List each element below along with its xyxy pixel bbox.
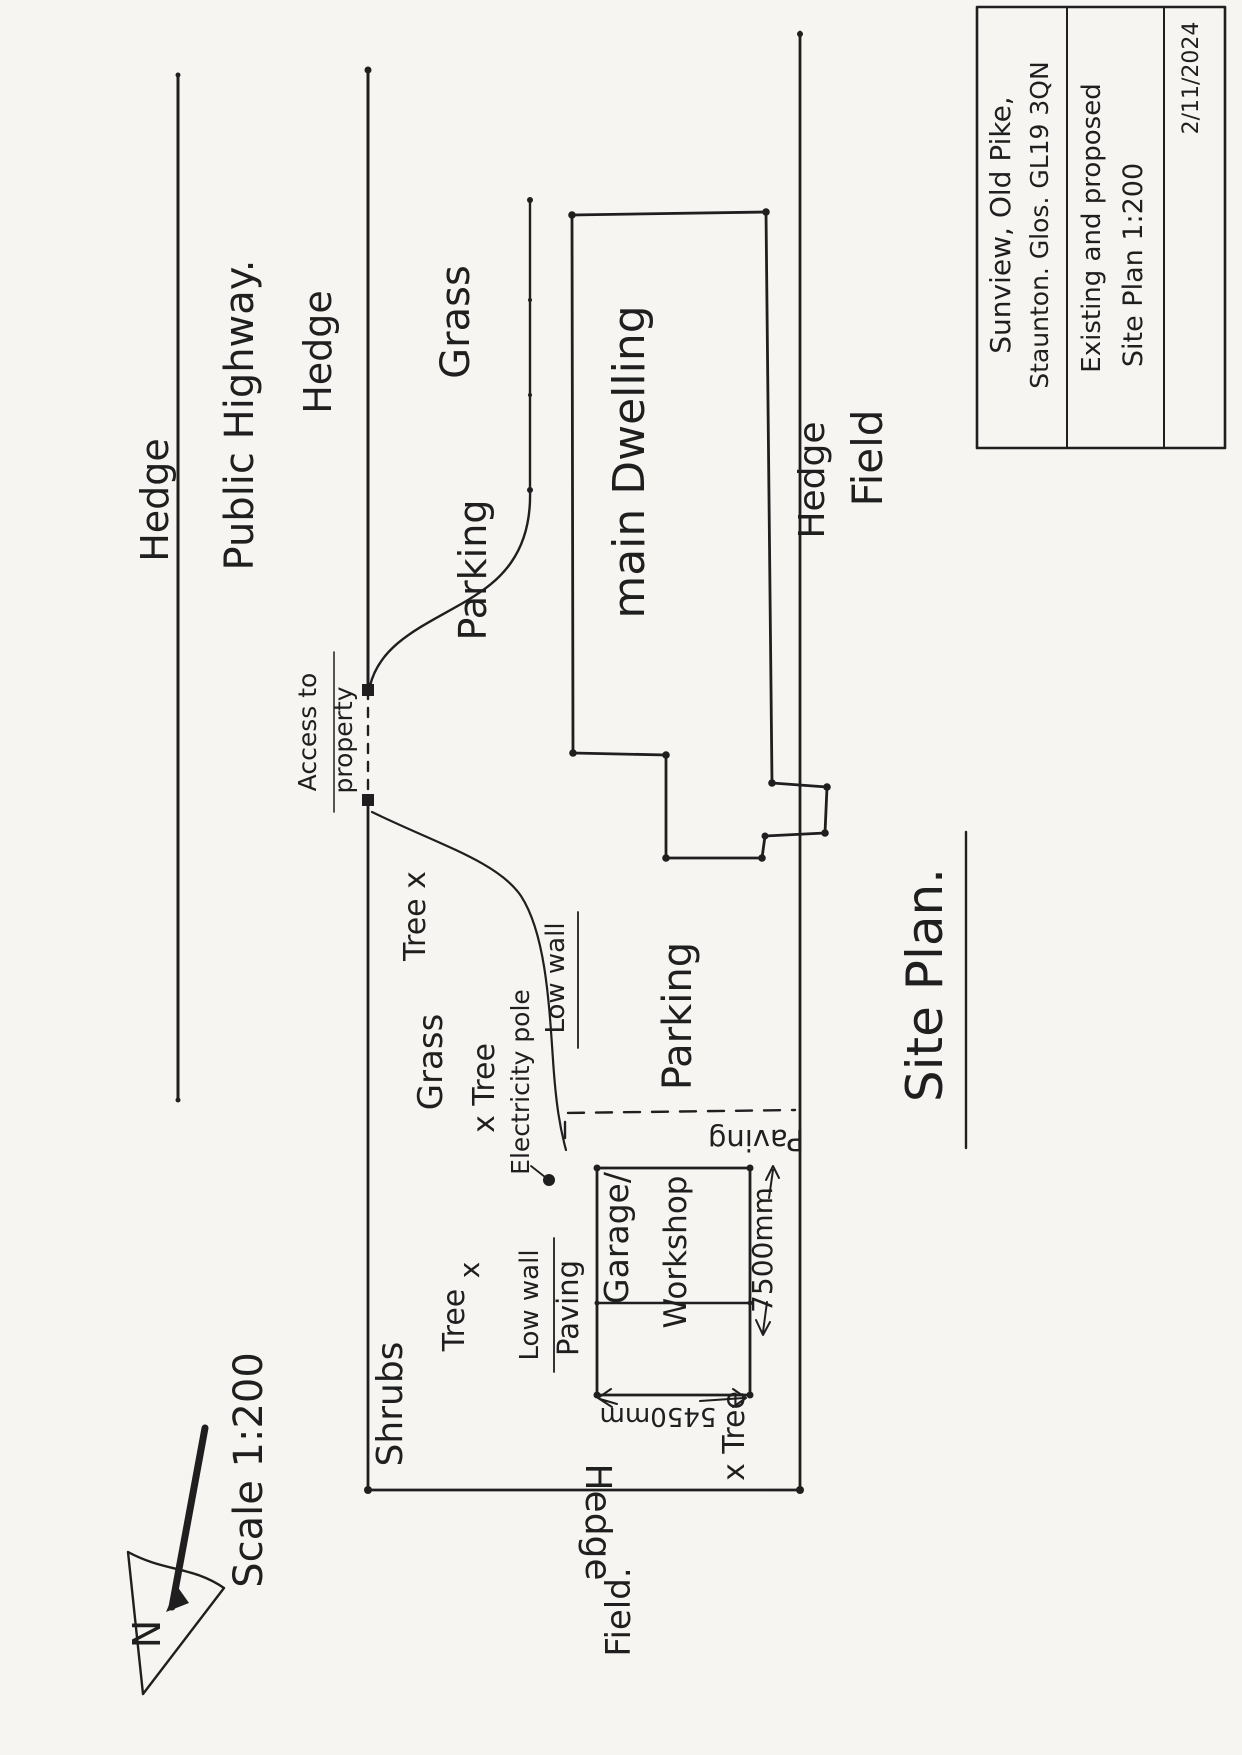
north-arrow-tip — [166, 1586, 189, 1612]
tree-3-x-marker: x — [453, 1262, 486, 1279]
parking-front-label: Parking — [451, 500, 495, 641]
gate-post-square-bottom — [362, 794, 374, 806]
driveway-curve — [368, 488, 532, 688]
electricity-pole-leader-line — [530, 1165, 546, 1178]
public-highway-label: Public Highway. — [217, 260, 263, 571]
paving-dashed-line — [563, 1108, 797, 1140]
scale-label: Scale 1:200 — [226, 1352, 272, 1588]
paving-garage-label: Paving — [551, 1260, 585, 1356]
dim-7500-arrow-up — [765, 1165, 780, 1199]
electricity-pole-label: Electricity pole — [506, 989, 535, 1175]
low-wall-1-label: Low wall — [541, 922, 571, 1033]
parking-rear-label: Parking — [655, 942, 701, 1090]
title-block: Sunview, Old Pike, Staunton. Glos. GL19 … — [975, 5, 1227, 450]
low-wall-curve — [370, 810, 568, 1152]
electricity-pole-icon — [543, 1174, 555, 1186]
north-arrow-head-outline — [126, 1550, 226, 1696]
tree-4-label: x Tree — [717, 1391, 752, 1481]
paving-boundary-label: Paving — [708, 1123, 804, 1157]
dim-5450-label: 5450mm — [600, 1401, 717, 1431]
grass-front-label: Grass — [433, 265, 479, 379]
dim-5450-arrow-right — [699, 1388, 747, 1408]
hedge-frontage-label: Hedge — [296, 290, 340, 414]
tree-1-label: Tree x — [398, 871, 433, 962]
tree-3-label: Tree — [437, 1289, 472, 1353]
title-address-line2: Staunton. Glos. GL19 3QN — [1025, 61, 1054, 388]
tree-2-label: x Tree — [467, 1043, 502, 1133]
title-project-line1: Existing and proposed — [1077, 83, 1107, 372]
hedge-bottom-label: Hedge — [577, 1463, 618, 1580]
north-arrow-shaft — [168, 1424, 209, 1611]
garage-label-line2: Workshop — [658, 1176, 694, 1329]
title-date: 2/11/2024 — [1179, 22, 1204, 135]
title-address-line1: Sunview, Old Pike, — [984, 96, 1017, 353]
grass-mid-label: Grass — [411, 1014, 451, 1111]
line-end-dots — [175, 31, 831, 1494]
field-right-label: Field — [843, 410, 892, 507]
access-to-label: Access to — [293, 673, 322, 792]
north-letter: N — [125, 1620, 169, 1648]
north-arrow: N — [125, 1424, 226, 1696]
field-bottom-label: Field. — [599, 1567, 639, 1656]
gate-post-square-top — [362, 684, 374, 696]
hedge-outer-label: Hedge — [133, 438, 177, 562]
property-label: property — [329, 686, 358, 793]
dim-7500-label: 7500mm — [746, 1187, 779, 1313]
main-dwelling-label: main Dwelling — [604, 305, 655, 618]
garage-label-line1: Garage/ — [597, 1171, 636, 1304]
title-project-line2: Site Plan 1:200 — [1118, 163, 1149, 367]
dim-7500-arrow-down — [755, 1301, 771, 1336]
title-block-border — [975, 5, 1227, 450]
hedge-right-label: Hedge — [792, 421, 833, 538]
low-wall-2-label: Low wall — [515, 1249, 545, 1360]
site-plan-title: Site Plan. — [896, 868, 954, 1102]
shrubs-label: Shrubs — [370, 1342, 411, 1467]
